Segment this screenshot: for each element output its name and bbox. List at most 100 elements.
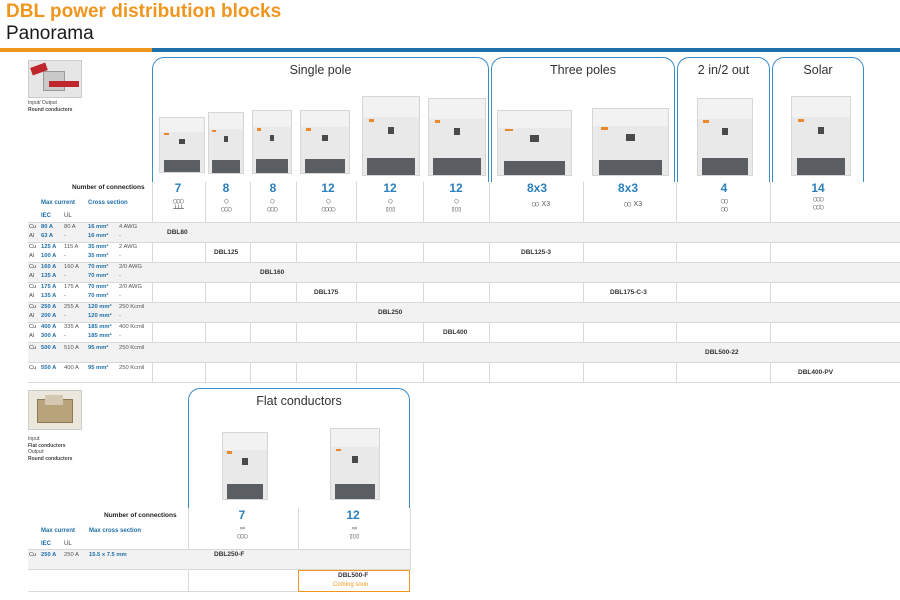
awg-cell: 250 Kcmil: [119, 365, 145, 371]
awg-cell: 4 AWG-: [119, 224, 138, 239]
row-divider: [28, 322, 900, 323]
awg-cell: 250 Kcmil: [119, 345, 145, 351]
row-divider: [28, 549, 410, 550]
connection-diagram-icon: ▭○○○: [237, 524, 248, 540]
connections-value: 14: [811, 181, 825, 195]
coming-soon-label: Coming soon: [333, 582, 369, 588]
metal-cell: Cu: [29, 552, 37, 558]
row-divider: [28, 302, 900, 303]
row-divider: [28, 242, 900, 243]
connections-value: 12: [383, 181, 397, 195]
connections-value: 12: [346, 508, 360, 522]
product-image-dbl175-c-3: [592, 108, 669, 176]
table-row: [28, 302, 900, 322]
ul-header: UL: [64, 213, 72, 219]
mm-cell: 95 mm²: [88, 345, 109, 351]
cross-section-header: Cross section: [88, 200, 128, 206]
product-image-dbl500-22: [697, 98, 753, 176]
connections-header: Number of connections: [72, 184, 145, 191]
ul-cell: 510 A: [64, 345, 79, 351]
top-side-caption: Input/ Output Round conductors: [28, 100, 73, 113]
model-dbl400-pv: DBL400-PV: [798, 369, 834, 376]
max-current-header: Max current: [41, 528, 76, 534]
product-image-dbl250-f: [222, 432, 268, 500]
model-dbl175: DBL175: [314, 289, 339, 296]
awg-cell: 2 AWG-: [119, 244, 138, 259]
group-flat-conductors: Flat conductors: [188, 388, 410, 508]
ul-cell: 115 A-: [64, 244, 79, 259]
ul-cell: 250 A: [64, 552, 79, 558]
connection-diagram-icon: ○○○○○○: [813, 195, 824, 211]
product-image-dbl125-3: [497, 110, 572, 176]
connection-diagram-icon: ○▯▯▯: [451, 197, 462, 213]
connection-diagram-icon: ○○ X3: [531, 200, 551, 208]
table-row: [28, 222, 900, 242]
product-image-dbl400-pv: [791, 96, 851, 176]
connection-diagram-icon: ○○○○: [221, 197, 232, 213]
row-divider: [28, 342, 900, 343]
max-cross-section-header: Max cross section: [89, 528, 142, 534]
connections-header: Number of connections: [104, 512, 177, 519]
metal-cell: Cu: [29, 345, 37, 351]
row-divider: [28, 382, 900, 383]
table-row: [28, 342, 900, 362]
model-dbl175-c-3: DBL175-C-3: [610, 289, 647, 296]
connection-diagram-icon: ○○○○: [267, 197, 278, 213]
ul-cell: 400 A: [64, 365, 79, 371]
coming-soon-box: [298, 570, 410, 592]
group-three-poles: Three poles: [491, 57, 675, 182]
connections-value: 12: [321, 181, 335, 195]
model-dbl250-f: DBL250-F: [214, 551, 245, 558]
product-image-dbl80: [159, 117, 205, 173]
page-subtitle: Panorama: [6, 23, 94, 44]
model-dbl125: DBL125: [214, 249, 239, 256]
model-dbl80: DBL80: [167, 229, 188, 236]
connections-value: 8: [222, 181, 230, 195]
orange-rule: [0, 48, 152, 52]
ul-cell: 175 A-: [64, 284, 79, 299]
row-divider: [28, 591, 410, 592]
product-image-dbl500-f: [330, 428, 380, 500]
iec-cell: 250 A: [41, 552, 57, 558]
connection-diagram-icon: ○▯▯▯: [385, 197, 396, 213]
connections-value: 8: [269, 181, 277, 195]
product-image-dbl400: [428, 98, 486, 176]
row-divider: [28, 282, 900, 283]
flat-conductor-photo: [28, 390, 82, 430]
connections-value: 12: [449, 181, 463, 195]
max-current-header: Max current: [41, 200, 76, 206]
awg-cell: 400 Kcmil-: [119, 324, 145, 339]
iec-cell: 500 A: [41, 345, 57, 351]
iec-header: IEC: [41, 213, 52, 219]
metal-cell: Cu: [29, 365, 37, 371]
product-image-dbl160: [252, 110, 292, 174]
product-image-dbl125: [208, 112, 244, 174]
product-image-dbl175: [300, 110, 350, 174]
group-2in-2out: 2 in/2 out: [677, 57, 770, 182]
awg-cell: 2/0 AWG-: [119, 264, 142, 279]
page-title: DBL power distribution blocks: [6, 1, 282, 22]
iec-cell: 550 A: [41, 365, 57, 371]
size-cell: 15.5 x 7.5 mm: [89, 552, 127, 558]
awg-cell: 2/0 AWG-: [119, 284, 142, 299]
row-divider: [28, 262, 900, 263]
round-conductor-photo: [28, 60, 82, 98]
bottom-side-caption: Input: Flat conductors Output: Round con…: [28, 436, 73, 462]
product-image-dbl250: [362, 96, 420, 176]
model-dbl250: DBL250: [378, 309, 403, 316]
table-row: [28, 262, 900, 282]
